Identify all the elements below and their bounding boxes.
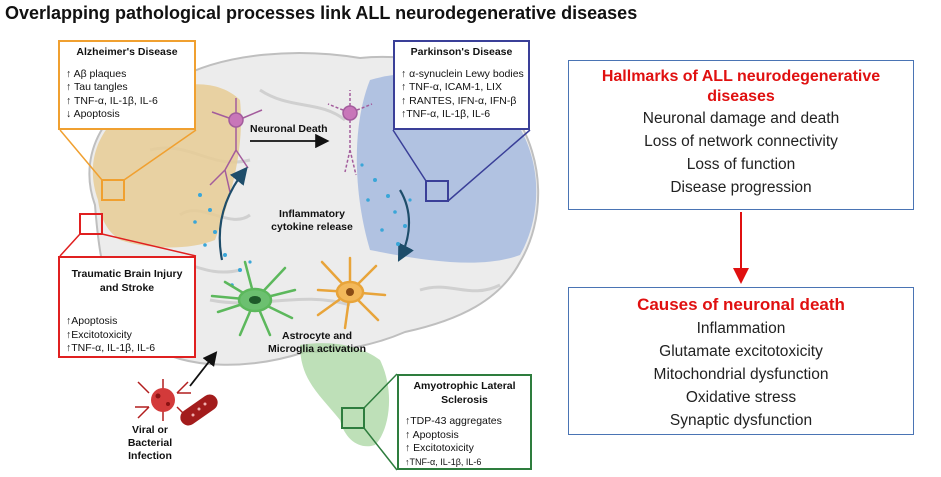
als-box: Amyotrophic Lateral Sclerosis ↑TDP-43 ag… [397,374,532,470]
parkinsons-box: Parkinson's Disease ↑ α-synuclein Lewy b… [393,40,530,130]
als-line: ↑ Excitotoxicity [405,442,474,454]
parkinsons-line: ↑TNF-α, IL-1β, IL-6 [401,108,491,120]
hallmark-item: Loss of network connectivity [644,133,838,150]
viral-label: Viral or Bacterial Infection [127,424,173,462]
causes-panel: Causes of neuronal death Inflammation Gl… [568,287,914,435]
als-line: ↑TNF-α, IL-1β, IL-6 [405,456,482,467]
neuronal-death-label: Neuronal Death [250,123,328,135]
als-line: ↑ Apoptosis [405,428,459,441]
hallmark-item: Neuronal damage and death [642,110,840,127]
virus-icon [135,379,191,421]
cytokine-dots [193,163,412,287]
parkinsons-line: ↑ TNF-α, ICAM-1, LIX [401,81,502,93]
hallmark-item: Loss of function [686,156,796,173]
astrocyte-icon [210,260,297,337]
alzheimers-line: ↑ Tau tangles [66,81,128,93]
cause-item: Glutamate excitotoxicity [659,343,823,360]
alzheimers-line: ↑ TNF-α, IL-1β, IL-6 [66,94,158,107]
cause-item: Inflammation [696,320,786,337]
tbi-line: ↑Excitotoxicity [66,328,132,341]
tbi-heading: Traumatic Brain Injury and Stroke [71,268,183,294]
als-heading: Amyotrophic Lateral Sclerosis [413,380,516,406]
alzheimers-heading: Alzheimer's Disease [76,46,178,58]
page-title: Overlapping pathological processes link … [5,3,638,23]
alzheimers-line: ↑ Aβ plaques [66,67,127,80]
hallmarks-panel: Hallmarks of ALL neurodegenerative disea… [568,60,914,210]
parkinsons-line: ↑ α-synuclein Lewy bodies [401,67,524,80]
als-line: ↑TDP-43 aggregates [405,415,502,427]
alzheimers-line: ↓ Apoptosis [66,108,120,120]
tbi-box: Traumatic Brain Injury and Stroke ↑Apopt… [58,256,196,358]
cause-item: Mitochondrial dysfunction [653,366,829,383]
alzheimers-box: Alzheimer's Disease ↑ Aβ plaques ↑ Tau t… [58,40,196,130]
parkinsons-line: ↑ RANTES, IFN-α, IFN-β [401,94,517,107]
hallmarks-heading: Hallmarks of ALL neurodegenerative disea… [601,68,881,105]
neuron-icon [327,90,373,176]
causes-heading: Causes of neuronal death [637,295,845,314]
microglia-icon [316,256,387,330]
neuron-icon [209,98,263,193]
astro-label: Astrocyte and Microglia activation [267,330,367,355]
parkinsons-heading: Parkinson's Disease [410,46,513,58]
brainstem-region [300,343,390,447]
tbi-line: ↑Apoptosis [66,315,118,327]
tbi-line: ↑TNF-α, IL-1β, IL-6 [66,342,156,354]
bacterium-icon [180,394,218,426]
hallmark-item: Disease progression [670,179,812,196]
cytokine-label: Inflammatory cytokine release [271,208,353,233]
cause-item: Oxidative stress [685,389,797,406]
cause-item: Synaptic dysfunction [669,412,813,429]
